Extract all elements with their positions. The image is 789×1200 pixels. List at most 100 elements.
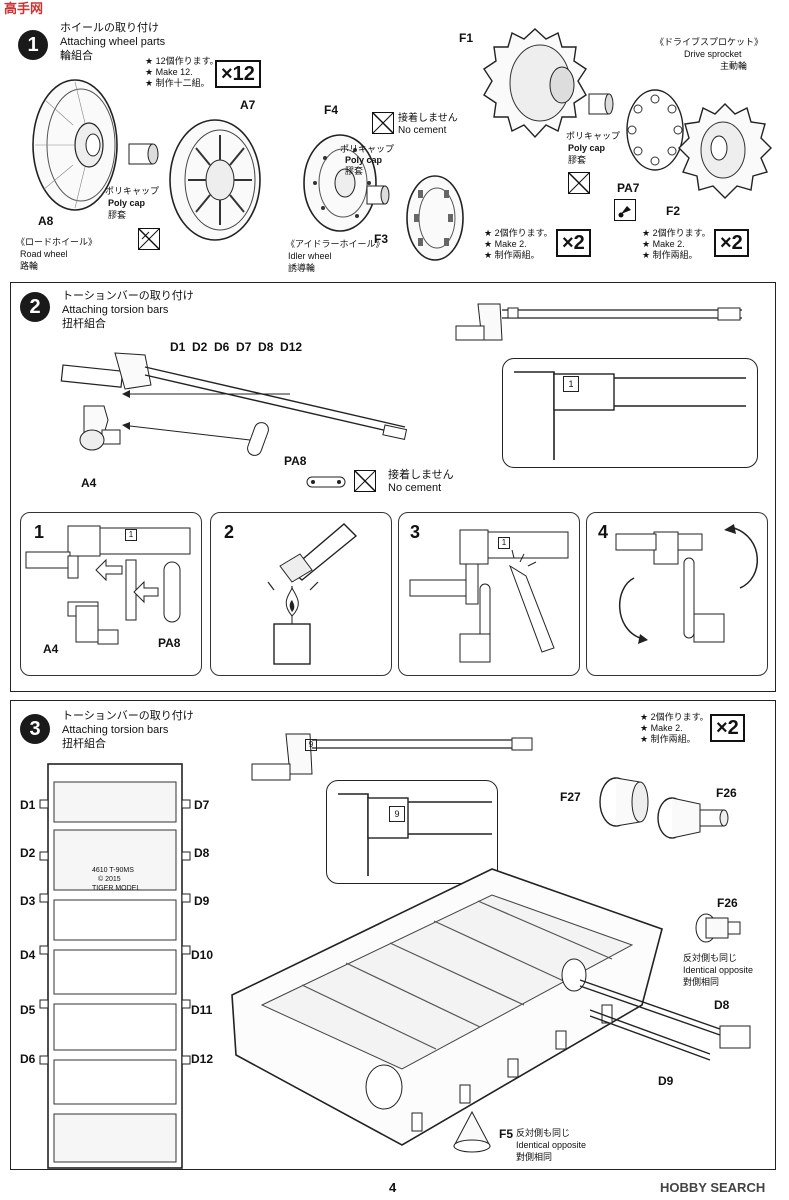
substep-1-num: 1 bbox=[34, 522, 45, 542]
step3-title-en: Attaching torsion bars bbox=[62, 724, 169, 736]
label-f4: F4 bbox=[324, 103, 339, 117]
polycap-a-cn: 膠套 bbox=[108, 210, 127, 220]
no-cement-icon-b bbox=[372, 112, 394, 134]
hull-text-1: 4610 T-90MS bbox=[92, 867, 134, 874]
opposite-cn: 對側相同 bbox=[683, 977, 720, 987]
hull-text-3: TIGER MODEL bbox=[92, 885, 141, 892]
callout-box-step2 bbox=[502, 358, 758, 468]
step1-note-c-1: ★ 2個作ります。 bbox=[642, 228, 711, 238]
substep-3-num: 3 bbox=[410, 522, 421, 542]
label-f1: F1 bbox=[459, 31, 474, 45]
hull-text-2: © 2015 bbox=[98, 876, 121, 883]
hull-label-d7: D7 bbox=[194, 798, 210, 812]
step2-title-en: Attaching torsion bars bbox=[62, 304, 169, 316]
callout-detail-step3 bbox=[338, 793, 492, 876]
step1-note-a-3: ★ 制作十二組。 bbox=[145, 78, 210, 88]
step1-mult-c: ×2 bbox=[714, 229, 749, 257]
step1-mult-a: ×12 bbox=[215, 60, 261, 88]
pa8-small-drawing bbox=[306, 476, 346, 488]
label-d8-3d: D8 bbox=[714, 998, 730, 1012]
polycap-a-en: Poly cap bbox=[108, 198, 146, 208]
hobby-search-watermark: HOBBY SEARCH bbox=[660, 1180, 766, 1195]
idler-en: Idler wheel bbox=[288, 251, 332, 261]
f5-part-drawing bbox=[453, 1110, 491, 1153]
step3-title-jp: トーションバーの取り付け bbox=[62, 710, 194, 722]
polycap-b-jp: ポリキャップ bbox=[340, 144, 395, 154]
label-pa7: PA7 bbox=[617, 181, 640, 195]
sprocket-f2-drawing bbox=[678, 103, 772, 199]
step3-callout-tag-small: 9 bbox=[305, 739, 317, 751]
hull-plan-drawing bbox=[39, 763, 191, 1169]
callout-tag-step3: 9 bbox=[389, 806, 405, 822]
nocement-step1-en: No cement bbox=[398, 125, 447, 136]
road-wheel-a8-drawing bbox=[32, 79, 118, 211]
hull-label-d5: D5 bbox=[20, 1003, 36, 1017]
f27-part-drawing bbox=[599, 777, 649, 827]
label-f27: F27 bbox=[560, 790, 581, 804]
step1-note-a-2: ★ Make 12. bbox=[145, 67, 193, 77]
sprocket-f1-drawing bbox=[483, 28, 587, 139]
polycap-c-jp: ポリキャップ bbox=[566, 131, 621, 141]
idler-jp: 《アイドラーホイール》 bbox=[286, 239, 385, 249]
step3-badge: 3 bbox=[20, 714, 50, 744]
step3-note-1: ★ 2個作ります。 bbox=[640, 712, 709, 722]
step1-title-jp: ホイールの取り付け bbox=[60, 22, 159, 34]
substep-3-drawing bbox=[409, 529, 569, 663]
no-cement-icon-a bbox=[138, 228, 160, 250]
polycap-b-en: Poly cap bbox=[345, 155, 383, 165]
step2-badge: 2 bbox=[20, 292, 50, 322]
glue-icon bbox=[614, 199, 636, 221]
torsion-bar-top-drawing bbox=[455, 303, 742, 341]
nocement-step2-en: No cement bbox=[388, 482, 442, 494]
label-f5: F5 bbox=[499, 1127, 514, 1141]
idler-wheel-f4-drawing bbox=[303, 134, 377, 232]
polycap-sprocket-drawing bbox=[588, 93, 614, 115]
sprocket-en: Drive sprocket bbox=[684, 49, 742, 59]
step2-title-jp: トーションバーの取り付け bbox=[62, 290, 194, 302]
f26b-part-drawing bbox=[695, 913, 741, 943]
f5-en: Identical opposite bbox=[516, 1140, 587, 1150]
assembly-arrows bbox=[122, 390, 290, 441]
polycap-c-cn: 膠套 bbox=[568, 155, 587, 165]
hull-label-d2: D2 bbox=[20, 846, 36, 860]
label-a4: A4 bbox=[81, 476, 97, 490]
f5-jp: 反対側も同じ bbox=[516, 1128, 571, 1138]
step3-title-cn: 扭杆組合 bbox=[62, 738, 106, 750]
polycap-idler-drawing bbox=[366, 185, 390, 205]
substep-2-num: 2 bbox=[224, 522, 235, 542]
step3-note-2: ★ Make 2. bbox=[640, 723, 683, 733]
step1-note-b-2: ★ Make 2. bbox=[484, 239, 527, 249]
label-a8: A8 bbox=[38, 214, 54, 228]
hull-label-d9: D9 bbox=[194, 894, 210, 908]
step1-mult-b: ×2 bbox=[556, 229, 591, 257]
road-wheel-a7-drawing bbox=[169, 119, 261, 241]
step1-note-b-1: ★ 2個作ります。 bbox=[484, 228, 553, 238]
label-f26-b: F26 bbox=[717, 896, 738, 910]
sprocket-jp: 《ドライブスプロケット》 bbox=[655, 37, 764, 47]
substep-1-pa8: PA8 bbox=[158, 636, 181, 650]
callout-tag-step2: 1 bbox=[563, 376, 579, 392]
no-cement-icon-c bbox=[568, 172, 590, 194]
label-a7: A7 bbox=[240, 98, 256, 112]
polycap-a-drawing bbox=[128, 143, 159, 165]
step1-title-en: Attaching wheel parts bbox=[60, 36, 166, 48]
pa7-ring-drawing bbox=[626, 89, 684, 171]
substep-4-drawing bbox=[615, 524, 758, 644]
sprocket-cn: 主動輪 bbox=[720, 61, 748, 71]
step3-mult: ×2 bbox=[710, 714, 745, 742]
callout-detail-step2 bbox=[514, 371, 746, 460]
hull-label-d10: D10 bbox=[191, 948, 214, 962]
page-number: 4 bbox=[389, 1180, 397, 1195]
label-f2: F2 bbox=[666, 204, 681, 218]
opposite-en: Identical opposite bbox=[683, 965, 754, 975]
step1-note-c-2: ★ Make 2. bbox=[642, 239, 685, 249]
hull-label-d6: D6 bbox=[20, 1052, 36, 1066]
idler-cn: 誘導輪 bbox=[288, 263, 316, 273]
polycap-c-en: Poly cap bbox=[568, 143, 606, 153]
substep-1-tag: 1 bbox=[125, 529, 137, 541]
polycap-a-jp: ポリキャップ bbox=[105, 186, 160, 196]
header-logo: 高手网 bbox=[4, 1, 44, 16]
hull-label-d8: D8 bbox=[194, 846, 210, 860]
step1-badge: 1 bbox=[18, 30, 48, 60]
a4-part-drawing bbox=[79, 405, 121, 451]
